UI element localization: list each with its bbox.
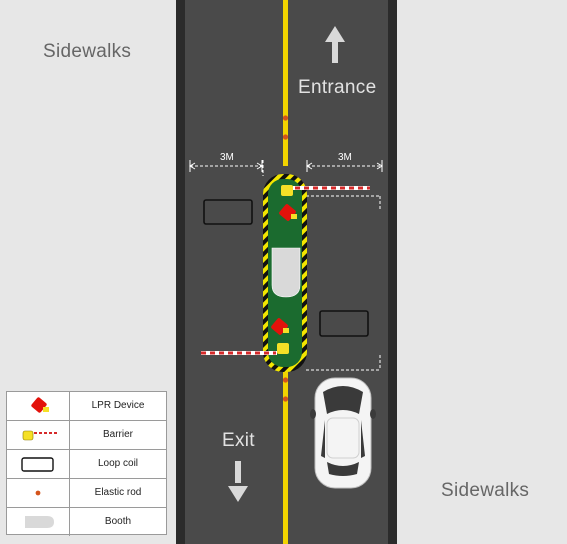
booth-icon bbox=[25, 516, 54, 528]
loop-coil bbox=[319, 310, 369, 337]
entrance-arrow-icon bbox=[325, 26, 345, 63]
legend-label: Booth bbox=[104, 516, 132, 527]
sidewalks-label-left: Sidewalks bbox=[43, 41, 132, 62]
lpr-device-icon bbox=[31, 397, 49, 413]
lpr-device bbox=[279, 204, 297, 221]
elastic-rod bbox=[282, 396, 289, 402]
legend-row-barrier: Barrier bbox=[7, 420, 166, 449]
reference-lines bbox=[262, 160, 381, 371]
car bbox=[310, 377, 376, 489]
lpr-device bbox=[271, 318, 289, 335]
barrier-exit bbox=[201, 343, 289, 355]
legend-label: Loop coil bbox=[97, 458, 139, 469]
legend-label: Elastic rod bbox=[94, 487, 142, 498]
road-edge-left bbox=[176, 0, 185, 544]
legend-row-booth: Booth bbox=[7, 507, 166, 536]
legend-label: Barrier bbox=[102, 429, 133, 440]
legend: LPR Device Barrier Loop coil Elastic rod bbox=[6, 391, 167, 536]
center-line-bottom bbox=[283, 372, 288, 544]
elastic-rod-icon bbox=[35, 490, 41, 496]
elastic-rod bbox=[282, 134, 289, 140]
legend-row-elastic-rod: Elastic rod bbox=[7, 478, 166, 507]
barrier-entrance bbox=[281, 185, 370, 196]
elastic-rod bbox=[282, 377, 289, 383]
barrier-icon bbox=[22, 430, 59, 441]
legend-row-lpr-device: LPR Device bbox=[7, 392, 166, 421]
dimension-label-right: 3M bbox=[338, 152, 352, 163]
center-line-top bbox=[283, 0, 288, 166]
sidewalks-label-right: Sidewalks bbox=[441, 480, 530, 501]
dimension-line-right bbox=[306, 160, 383, 172]
booth bbox=[271, 247, 301, 298]
dimension-line-left bbox=[189, 160, 263, 172]
exit-arrow-icon bbox=[228, 461, 248, 502]
dimension-label-left: 3M bbox=[220, 152, 234, 163]
legend-label: LPR Device bbox=[91, 400, 145, 411]
road-edge-right bbox=[388, 0, 397, 544]
elastic-rod bbox=[282, 115, 289, 121]
loop-coil bbox=[203, 199, 253, 225]
exit-label: Exit bbox=[222, 430, 255, 451]
entrance-label: Entrance bbox=[298, 77, 377, 98]
loop-coil-icon bbox=[21, 457, 54, 472]
legend-row-loop-coil: Loop coil bbox=[7, 449, 166, 478]
